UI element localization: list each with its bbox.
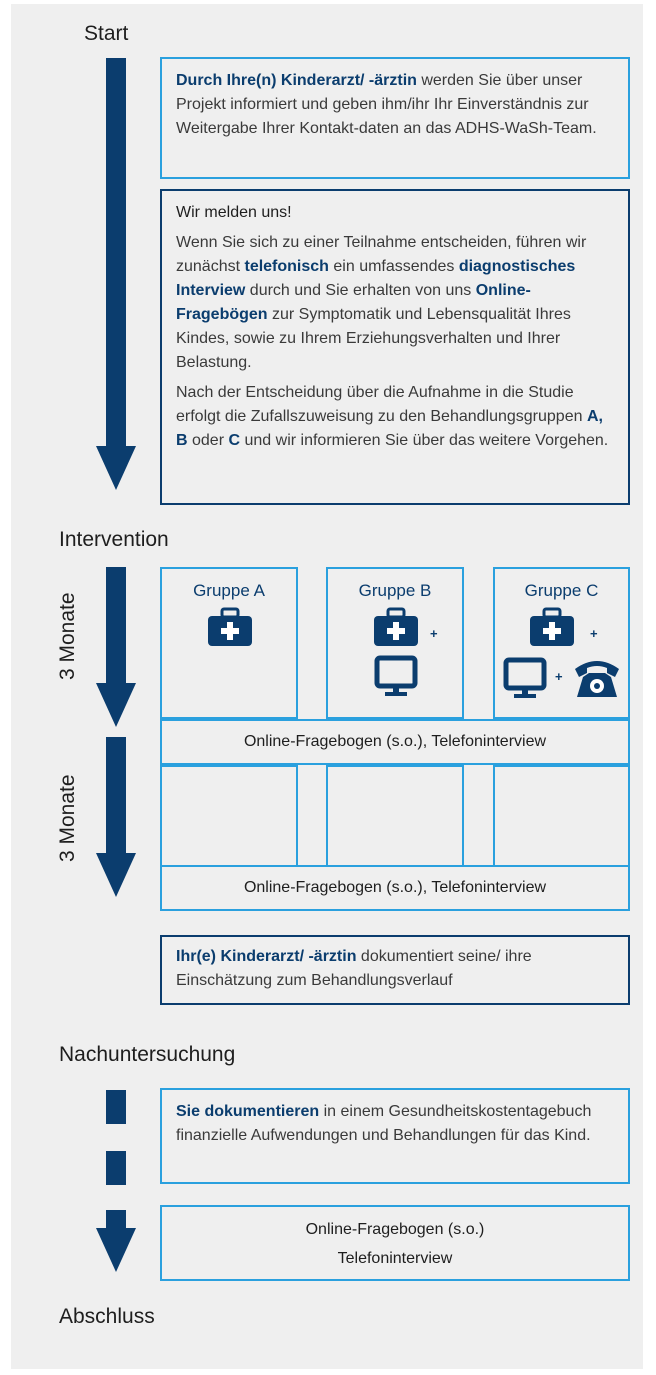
computer-icon (503, 657, 547, 698)
box2-p1-c: ein umfassendes (328, 258, 459, 275)
box-health-cost-diary: Sie dokumentieren in einem Gesundheitsko… (160, 1088, 630, 1184)
heading-start: Start (84, 22, 129, 45)
box2-p1-g: zur Symptomatik und Lebensqualität Ihres… (176, 306, 571, 371)
plus-sign: + (430, 626, 438, 641)
heading-intervention: Intervention (59, 528, 169, 551)
box-pediatrician-assessment: Ihr(e) Kinderarzt/ -ärztin dokumentiert … (160, 935, 630, 1005)
online-row-2: Online-Fragebogen (s.o.), Telefonintervi… (160, 865, 630, 911)
box2-p2-a: Nach der Entscheidung über die Aufnahme … (176, 384, 587, 425)
arrow-dash-1 (106, 1090, 126, 1124)
arrow-final-head (96, 1228, 136, 1272)
box2-p2-d: C (228, 432, 241, 449)
box2-p1-d: diagnostisches Interview (176, 258, 576, 299)
box-final-online: Online-Fragebogen (s.o.) Telefonintervie… (160, 1205, 630, 1281)
arrow-final-shaft (106, 1210, 126, 1230)
label-3-monate-1: 3 Monate (56, 592, 79, 680)
box2-p1-b: telefonisch (244, 258, 329, 275)
medical-case-icon (374, 607, 418, 646)
online-row-1-text: Online-Fragebogen (s.o.), Telefonintervi… (243, 733, 547, 750)
online-row-1: Online-Fragebogen (s.o.), Telefonintervi… (160, 719, 630, 765)
arrow-months2-shaft (106, 737, 126, 855)
box2-p1-e: durch und Sie erhalten von uns (245, 282, 476, 299)
arrow-months1-shaft (106, 567, 126, 685)
computer-icon (374, 655, 418, 696)
group-b-box-phase2 (326, 765, 464, 867)
pediatrician-text: dokumentiert seine/ ihre Einschätzung zu… (176, 948, 532, 989)
group-b-title: Gruppe B (358, 581, 432, 600)
arrow-start-head (96, 446, 136, 490)
arrow-months1-head (96, 683, 136, 727)
box-wir-melden-uns: Wir melden uns! Wenn Sie sich zu einer T… (160, 189, 630, 505)
box1-text: werden Sie über unser Projekt informiert… (176, 72, 597, 137)
box2-p1-a: Wenn Sie sich zu einer Teilnahme entsche… (176, 234, 587, 275)
box2-paragraph-2: Nach der Entscheidung über die Aufnahme … (176, 381, 614, 453)
medical-case-icon (530, 607, 574, 646)
heading-abschluss: Abschluss (59, 1305, 155, 1328)
plus-sign: + (555, 669, 563, 684)
telephone-icon (575, 661, 619, 697)
box-kinderarzt-info: Durch Ihre(n) Kinderarzt/ -ärztin werden… (160, 57, 630, 179)
group-a-box: Gruppe A (160, 567, 298, 719)
heading-nachuntersuchung: Nachuntersuchung (59, 1043, 236, 1066)
final-line-1: Online-Fragebogen (s.o.) (305, 1221, 485, 1238)
box2-p2-b: A, B (176, 408, 603, 449)
arrow-dash-2 (106, 1151, 126, 1185)
online-row-2-text: Online-Fragebogen (s.o.), Telefonintervi… (243, 879, 547, 896)
group-a-title: Gruppe A (193, 581, 265, 600)
group-c-box-phase2 (493, 765, 630, 867)
box2-title: Wir melden uns! (176, 204, 292, 221)
pediatrician-bold: Ihr(e) Kinderarzt/ -ärztin (176, 948, 357, 965)
box2-p1-f: Online-Fragebögen (176, 282, 531, 323)
diary-text: in einem Gesundheitskostentagebuch finan… (176, 1103, 592, 1144)
box2-p2-c: oder (187, 432, 229, 449)
arrow-months2-head (96, 853, 136, 897)
group-c-title: Gruppe C (524, 581, 599, 600)
plus-sign: + (590, 626, 598, 641)
final-line-2: Telefoninterview (337, 1250, 453, 1267)
group-c-box: Gruppe C + + (493, 567, 630, 719)
group-b-box: Gruppe B + (326, 567, 464, 719)
diary-bold: Sie dokumentieren (176, 1103, 320, 1120)
medical-case-icon (208, 607, 252, 646)
box1-bold: Durch Ihre(n) Kinderarzt/ -ärztin (176, 72, 417, 89)
arrow-start-shaft (106, 58, 126, 448)
group-a-box-phase2 (160, 765, 298, 867)
label-3-monate-2: 3 Monate (56, 774, 79, 862)
box2-paragraph-1: Wenn Sie sich zu einer Teilnahme entsche… (176, 231, 614, 375)
box2-p2-e: und wir informieren Sie über das weitere… (240, 432, 609, 449)
